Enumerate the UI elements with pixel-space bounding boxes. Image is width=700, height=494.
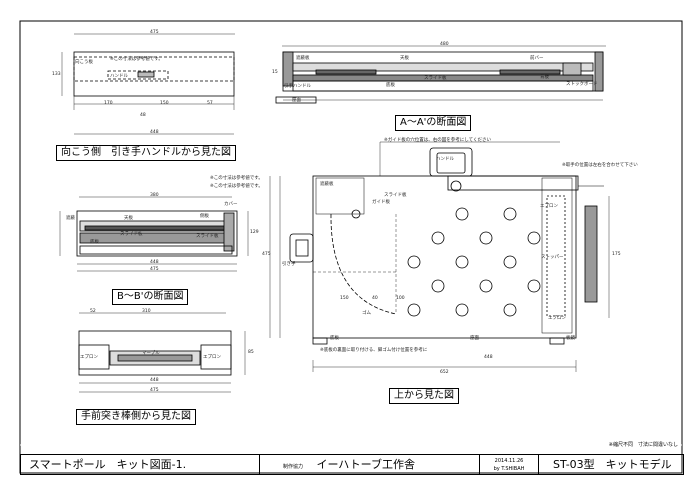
top-label-10: 座面: [470, 336, 479, 341]
front-dim-1: 52: [90, 309, 96, 314]
scale-note: ※縮尺不同 寸法に間違いなし: [608, 442, 678, 448]
front-view-drawing: [78, 312, 246, 393]
org-cell: 制作協力 イーハトーブ工作舎: [259, 455, 480, 474]
top-note-top: ※ガイド板の穴位置は、右の図を参考にしてください: [384, 138, 491, 143]
bb-dim-1: 380: [150, 193, 159, 198]
top-view-title: 上から見た図: [389, 388, 459, 404]
bb-label-3: カバー: [224, 202, 238, 207]
model-name: ST-03型 キットモデル: [553, 458, 672, 471]
far-side-dim-6: 448: [150, 130, 159, 135]
far-side-dim-1: 475: [150, 30, 159, 35]
aa-label-1: 遮蔽板: [296, 56, 310, 61]
org-name: イーハトーブ工作舎: [316, 458, 415, 471]
section-bb-drawing: [59, 196, 249, 272]
drawing-author: by T.SHIBAH: [493, 466, 525, 472]
top-label-8: 底板: [330, 336, 339, 341]
front-label-2: エプロン: [203, 355, 221, 360]
far-side-dim-5: 133: [52, 72, 61, 77]
top-view-drawing: [269, 141, 610, 372]
front-label-3: マーブル: [142, 351, 160, 356]
top-label-2: 遮蔽板: [320, 182, 334, 187]
bb-dim-3: 475: [150, 267, 159, 272]
top-dim-3: 150: [340, 296, 349, 301]
top-dim-1: 652: [440, 370, 449, 375]
top-label-12: ゴム: [362, 311, 371, 316]
drawing-date: 2014.11.26: [494, 458, 524, 464]
far-side-dim-4: 57: [207, 101, 213, 106]
top-label-9: 引き手: [282, 262, 296, 267]
far-side-view: [61, 33, 235, 135]
org-small: 制作協力: [283, 464, 304, 470]
top-dim-8: 448: [484, 355, 493, 360]
top-dim-2: 475: [262, 252, 271, 257]
section-aa-title: A～A'の断面図: [395, 115, 472, 131]
top-note-right: ※取手の位置は左右を合わせて下さい: [562, 163, 638, 168]
top-label-11: 板鏡: [566, 336, 575, 341]
far-side-dim-7: 48: [140, 113, 146, 118]
top-dim-5: 100: [396, 296, 405, 301]
aa-dim-2: 15: [272, 70, 278, 75]
bb-dim-2: 448: [150, 260, 159, 265]
bb-label-4: スライド板: [120, 232, 143, 237]
aa-label-7: 背板: [540, 75, 549, 80]
far-side-dim-2: 170: [104, 101, 113, 106]
front-view-title: 手前突き棒側から見た図: [76, 409, 196, 425]
aa-label-9: ストックボード: [566, 82, 598, 87]
front-dim-5: 448: [150, 378, 159, 383]
bb-label-7: 底板: [90, 240, 99, 245]
front-dim-2: 310: [142, 309, 151, 314]
far-side-view-title: 向こう側 引き手ハンドルから見た図: [56, 145, 236, 161]
bb-label-1: 天板: [124, 216, 133, 221]
top-label-7: ストッパー: [541, 255, 564, 260]
far-side-dim-3: 150: [160, 101, 169, 106]
aa-label-2: 天板: [400, 56, 409, 61]
aa-label-11: 座面: [292, 98, 301, 103]
aa-label-4: 底板: [386, 83, 395, 88]
aa-label-5: 前バー: [530, 56, 544, 61]
top-label-handle: ハンドル: [436, 157, 454, 162]
aa-label-10: 引手ハンドル: [284, 84, 311, 89]
top-note-bottom: ※底板の裏面に取り付ける、脚ゴム付け位置を参考に: [320, 348, 428, 353]
far-side-label-2: ハンドル: [110, 74, 128, 79]
top-label-5: エプロン: [540, 204, 558, 209]
section-bb-title: B～B'の断面図: [112, 289, 189, 305]
title-block: スマートポール キット図面-1. 制作協力 イーハトーブ工作舎 2014.11.…: [20, 454, 684, 475]
top-note-side: ※この寸法は参考値です。: [210, 176, 263, 181]
top-label-6: エプロン: [548, 316, 566, 321]
bb-note: ※この寸法は参考値です。: [210, 184, 263, 189]
bb-label-6: 遮蔽: [66, 216, 75, 221]
aa-dim-1: 480: [440, 42, 449, 47]
bb-label-2: 側板: [200, 214, 209, 219]
aa-label-3: スライド板: [424, 76, 447, 81]
date-cell: 2014.11.26 by T.SHIBAH: [480, 455, 539, 474]
bb-dim-4: 129: [250, 230, 259, 235]
top-dim-4: 40: [372, 296, 378, 301]
guide-holes: [351, 207, 541, 317]
front-dim-6: 475: [150, 388, 159, 393]
section-aa-drawing: [275, 45, 606, 104]
front-label-1: エプロン: [80, 355, 98, 360]
project-title: スマートポール キット図面-1.: [21, 455, 260, 474]
far-side-label-1: 向こう板: [75, 60, 93, 65]
top-label-3: ガイド板: [372, 200, 390, 205]
top-label-4: スライド板: [384, 193, 407, 198]
front-dim-3: 85: [248, 350, 254, 355]
top-dim-6: 175: [612, 252, 621, 257]
bb-label-5: スライド板: [196, 234, 219, 239]
far-side-note: ※この寸法は参考値です。: [110, 57, 163, 62]
